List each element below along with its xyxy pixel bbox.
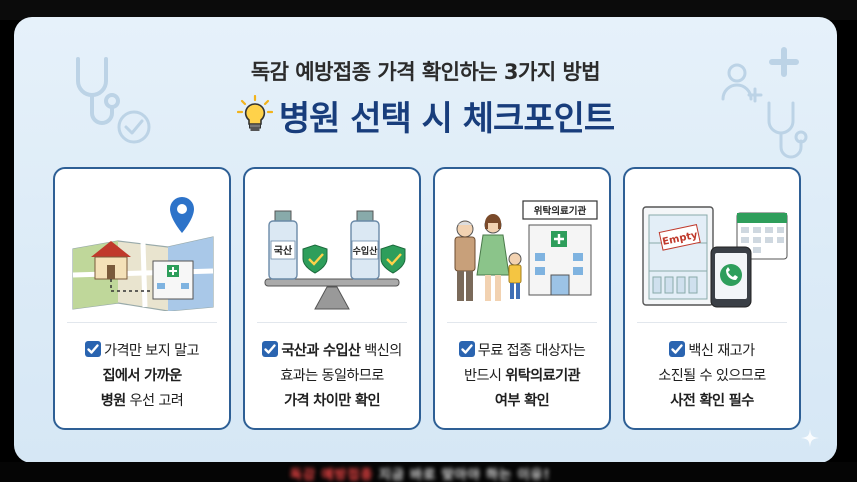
bottom-letterbox: 독감 예방접종 지금 바로 맞아야 하는 이유! — [0, 462, 857, 482]
card-text-bold: 가격 차이만 확인 — [284, 393, 380, 409]
card-text-bold: 집에서 가까운 — [102, 368, 182, 384]
card-line-2: 사전 확인 필수 — [633, 389, 791, 414]
map-location-illustration — [72, 197, 214, 311]
card-text-bold: 위탁의료기관 — [505, 368, 580, 384]
card-text: 무료 접종 대상자는 반드시 위탁의료기관 여부 확인 — [443, 339, 601, 414]
checkbox-checked-icon — [458, 341, 475, 357]
checkpoint-card-location: 가격만 보지 말고 집에서 가까운 병원 우선 고려 — [53, 167, 231, 430]
card-text: 백신 재고가 소진될 수 있으므로 사전 확인 필수 — [633, 339, 791, 414]
card-divider — [257, 322, 407, 323]
designated-clinic-illustration: 위탁의료기관 — [454, 200, 598, 301]
stethoscope-icon — [76, 57, 120, 125]
top-letterbox — [0, 0, 857, 20]
card-line-1: 소진될 수 있으므로 — [633, 364, 791, 389]
card-divider — [447, 322, 597, 323]
bottom-caption: 독감 예방접종 지금 바로 맞아야 하는 이유! — [290, 464, 630, 482]
checkbox-checked-icon — [262, 341, 279, 357]
plus-decor-icon — [769, 47, 799, 77]
vial-label-domestic: 국산 — [274, 244, 293, 257]
card-line-0: 백신 재고가 — [633, 339, 791, 364]
checkpoint-card-vaccine-stock: Empty 백신 재고가 소진될 수 있으므로 사전 확인 필수 — [623, 167, 801, 430]
infographic-panel: 독감 예방접종 가격 확인하는 3가지 방법 병원 선택 시 체크포인트 — [14, 17, 837, 463]
stethoscope-decor-icon — [767, 101, 808, 159]
checkpoint-card-vaccine-origin: 국산 수입산 국산과 수입산 백신의 효과는 동일하므로 가격 차이만 확인 — [243, 167, 421, 430]
sparkle-icon — [801, 429, 819, 447]
checkbox-checked-icon — [85, 341, 101, 357]
title-row: 병원 선택 시 체크포인트 — [14, 91, 837, 139]
bottom-caption-highlight: 독감 예방접종 — [290, 468, 374, 482]
card-text-bold: 국산과 수입산 — [281, 343, 361, 359]
card-text-bold: 병원 — [100, 393, 127, 409]
card-line-0: 가격만 보지 말고 — [63, 339, 221, 364]
card-text-run: 반드시 — [464, 368, 506, 384]
page-title: 병원 선택 시 체크포인트 — [278, 98, 615, 139]
card-text-run: 소진될 수 있으므로 — [658, 368, 766, 384]
card-line-2: 병원 우선 고려 — [63, 389, 221, 414]
subtitle: 독감 예방접종 가격 확인하는 3가지 방법 — [250, 60, 601, 84]
card-line-2: 가격 차이만 확인 — [253, 389, 411, 414]
checkmark-decor-icon — [117, 110, 151, 144]
card-line-0: 무료 접종 대상자는 — [443, 339, 601, 364]
clinic-sign-label: 위탁의료기관 — [534, 205, 587, 217]
card-text-bold: 여부 확인 — [494, 393, 550, 409]
card-text-run: 우선 고려 — [125, 393, 184, 409]
card-text-run: 가격만 보지 말고 — [104, 343, 200, 359]
card-line-0: 국산과 수입산 백신의 — [253, 339, 411, 364]
card-text-run: 백신의 — [360, 343, 402, 359]
checkbox-checked-icon — [669, 341, 686, 357]
card-line-1: 반드시 위탁의료기관 — [443, 364, 601, 389]
empty-fridge-phone-illustration: Empty — [642, 206, 788, 308]
card-text-run: 백신 재고가 — [688, 343, 755, 359]
card-text-bold: 사전 확인 필수 — [670, 393, 754, 409]
card-text-run: 무료 접종 대상자는 — [477, 343, 586, 359]
lightbulb-icon — [236, 95, 273, 131]
checkpoint-card-designated-clinic: 위탁의료기관 무료 접종 대상자는 반드시 위탁의료기관 — [433, 167, 611, 430]
bottom-caption-rest: 지금 바로 맞아야 하는 이유! — [373, 468, 551, 482]
user-plus-icon — [721, 63, 763, 103]
card-text-run: 효과는 동일하므로 — [280, 368, 384, 384]
card-divider — [637, 322, 787, 323]
card-line-1: 집에서 가까운 — [63, 364, 221, 389]
card-divider — [67, 322, 217, 323]
card-text: 가격만 보지 말고 집에서 가까운 병원 우선 고려 — [63, 339, 221, 414]
vial-label-imported: 수입산 — [353, 245, 379, 257]
card-line-1: 효과는 동일하므로 — [253, 364, 411, 389]
card-line-2: 여부 확인 — [443, 389, 601, 414]
vaccine-balance-illustration: 국산 수입산 — [264, 210, 406, 310]
card-text: 국산과 수입산 백신의 효과는 동일하므로 가격 차이만 확인 — [253, 339, 411, 414]
